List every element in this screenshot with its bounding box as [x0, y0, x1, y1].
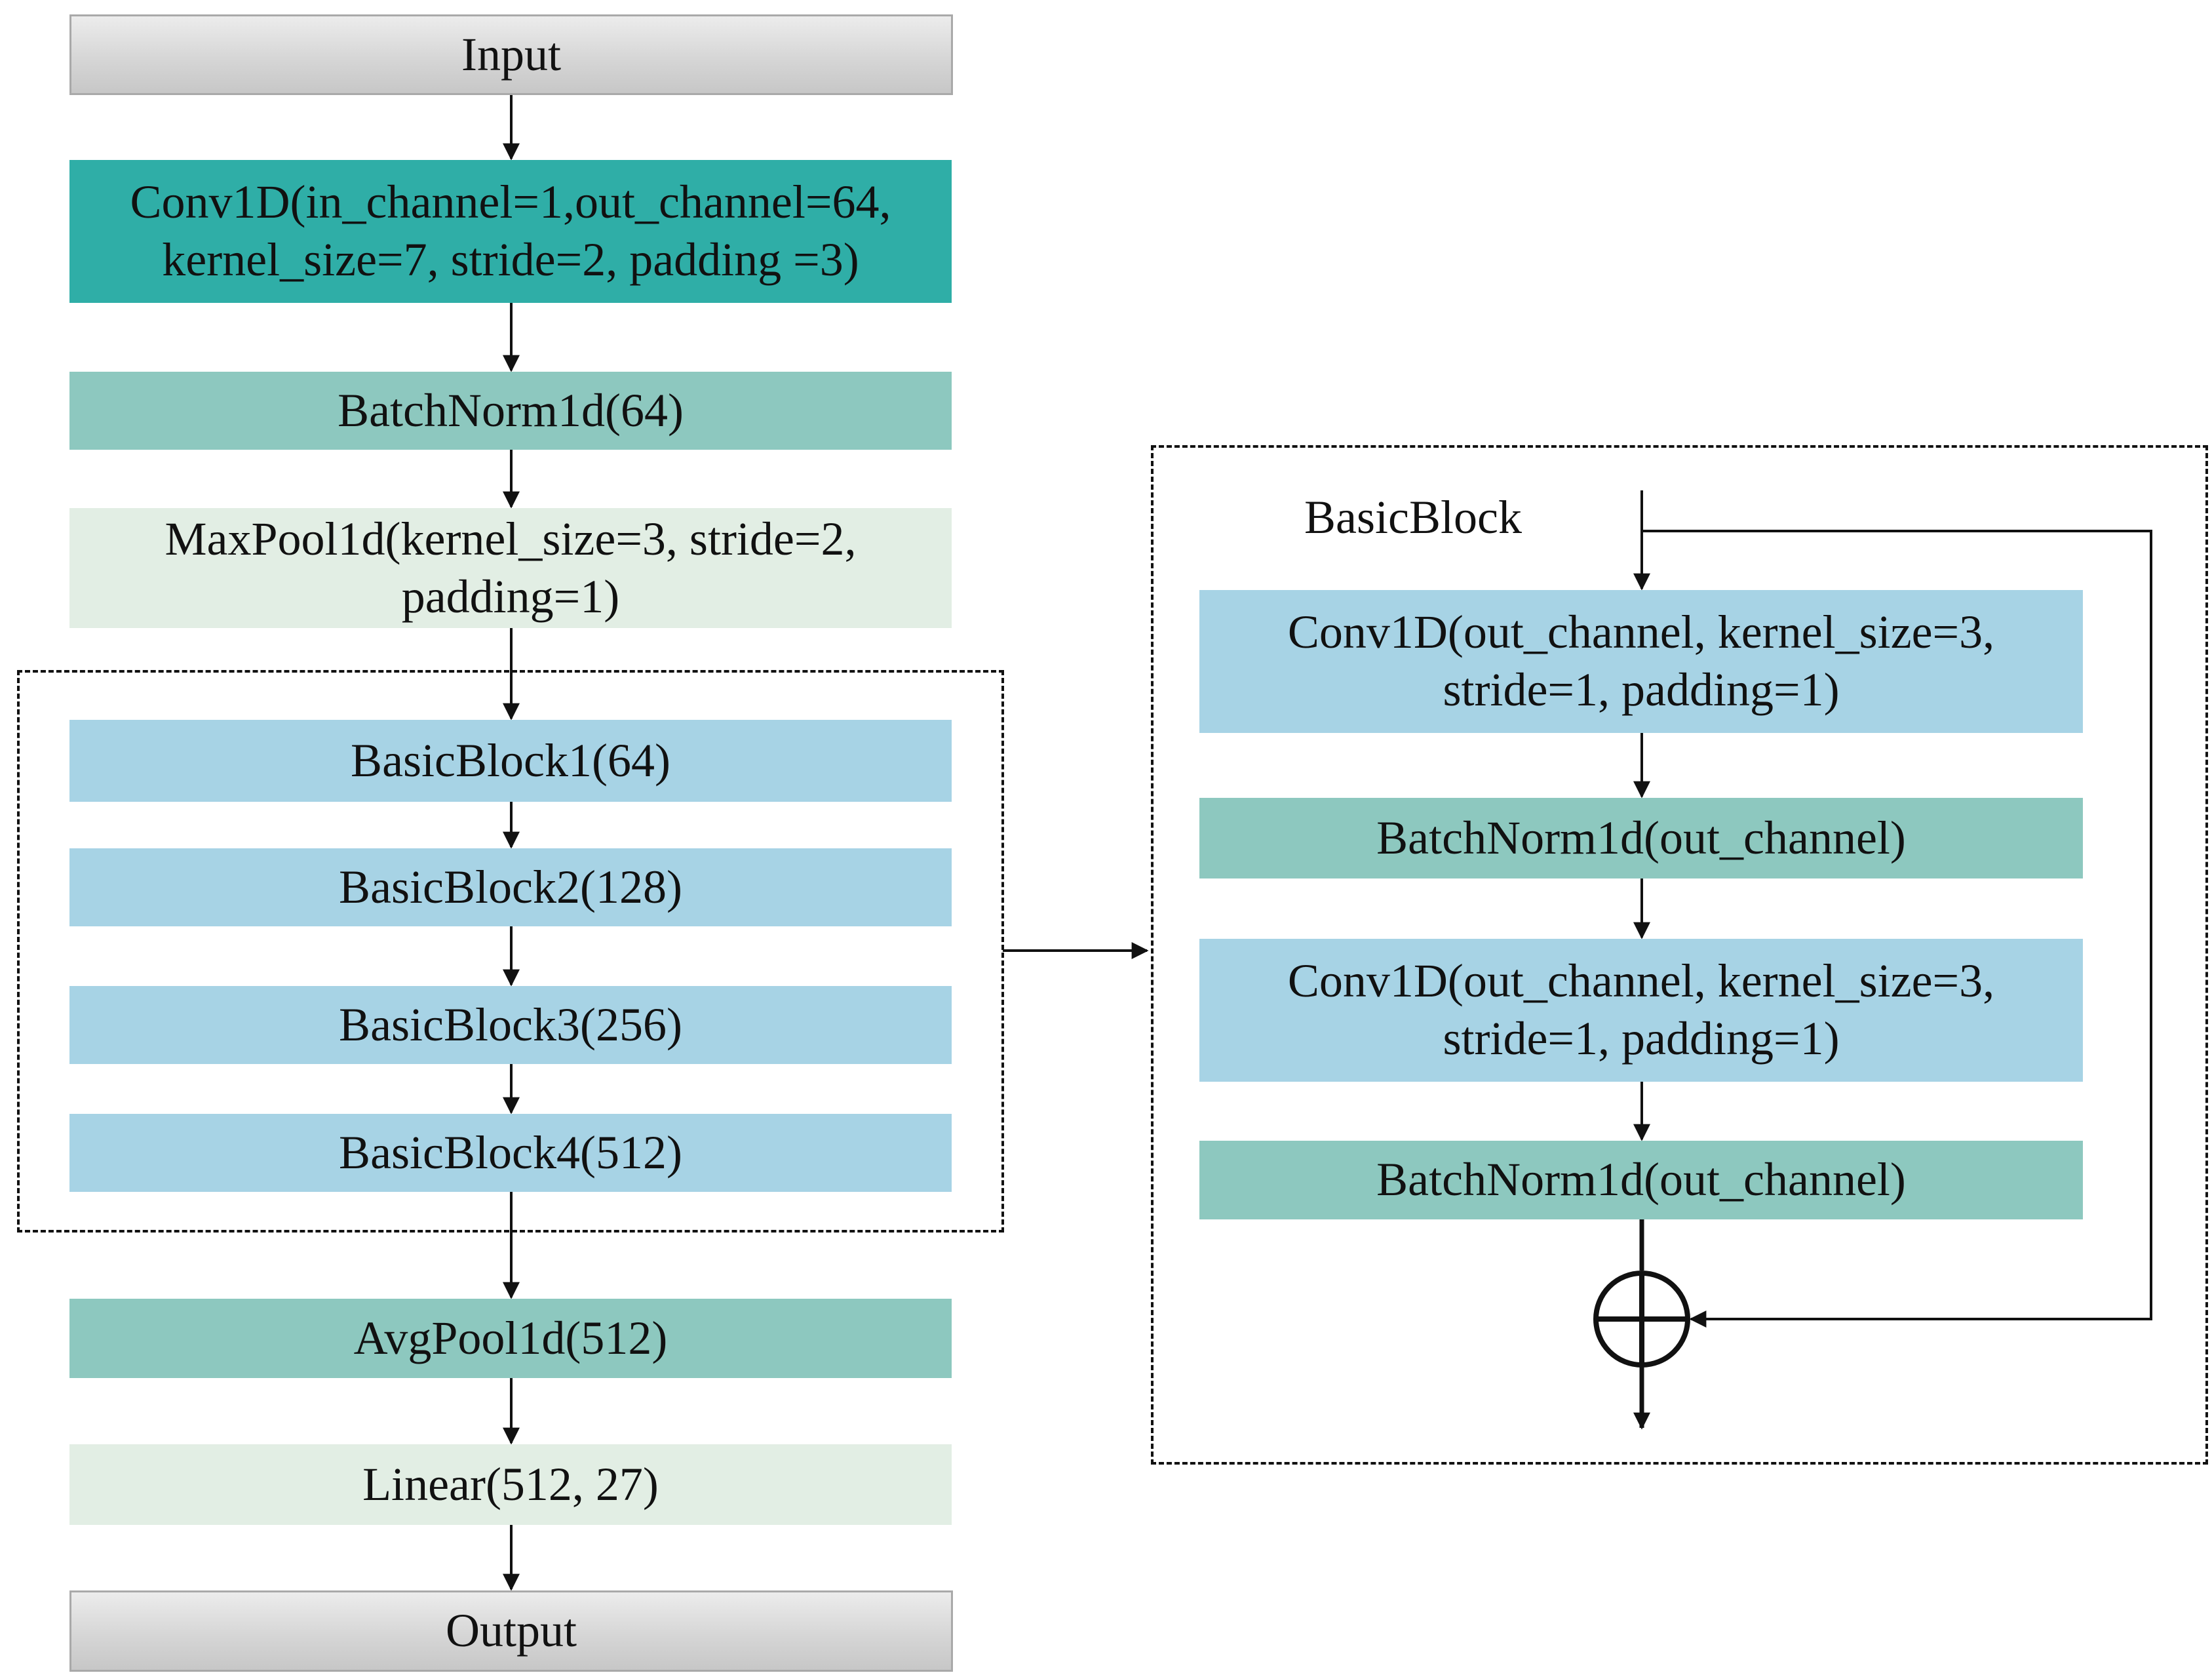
basicblock3-box: BasicBlock3(256): [69, 986, 952, 1064]
linear-label: Linear(512, 27): [362, 1457, 659, 1510]
skip-connection-line: [1642, 530, 2152, 1328]
linear-box: Linear(512, 27): [69, 1444, 952, 1525]
bb-conv1-box: Conv1D(out_channel, kernel_size=3, strid…: [1199, 590, 2083, 733]
output-box: Output: [69, 1590, 953, 1672]
input-box: Input: [69, 14, 953, 95]
conv1d-label: Conv1D(in_channel=1,out_channel=64, kern…: [130, 176, 891, 286]
maxpool-label: MaxPool1d(kernel_size=3, stride=2, paddi…: [165, 512, 857, 623]
basicblock-title: BasicBlock: [1304, 491, 1522, 543]
basicblock2-label: BasicBlock2(128): [339, 860, 682, 913]
basicblock2-box: BasicBlock2(128): [69, 848, 952, 926]
basicblock4-label: BasicBlock4(512): [339, 1126, 682, 1179]
bb-bn1-box: BatchNorm1d(out_channel): [1199, 798, 2083, 878]
input-label: Input: [461, 28, 561, 81]
basicblock4-box: BasicBlock4(512): [69, 1114, 952, 1192]
avgpool-box: AvgPool1d(512): [69, 1299, 952, 1378]
output-label: Output: [445, 1604, 577, 1657]
batchnorm-label: BatchNorm1d(64): [338, 384, 684, 437]
basicblock-group-frame: [17, 670, 1004, 1233]
basicblock3-label: BasicBlock3(256): [339, 998, 682, 1051]
basicblock1-box: BasicBlock1(64): [69, 720, 952, 802]
bb-bn2-label: BatchNorm1d(out_channel): [1376, 1153, 1906, 1206]
bb-bn2-box: BatchNorm1d(out_channel): [1199, 1141, 2083, 1219]
basicblock-detail-frame: [1151, 445, 2208, 1465]
bb-bn1-label: BatchNorm1d(out_channel): [1376, 811, 1906, 864]
bb-conv2-box: Conv1D(out_channel, kernel_size=3, strid…: [1199, 939, 2083, 1082]
conv1d-box: Conv1D(in_channel=1,out_channel=64, kern…: [69, 160, 952, 303]
batchnorm-box: BatchNorm1d(64): [69, 372, 952, 450]
bb-conv2-label: Conv1D(out_channel, kernel_size=3, strid…: [1287, 955, 1995, 1065]
bb-conv1-label: Conv1D(out_channel, kernel_size=3, strid…: [1287, 606, 1995, 716]
maxpool-box: MaxPool1d(kernel_size=3, stride=2, paddi…: [69, 508, 952, 628]
basicblock1-label: BasicBlock1(64): [351, 734, 670, 787]
avgpool-label: AvgPool1d(512): [353, 1311, 668, 1364]
